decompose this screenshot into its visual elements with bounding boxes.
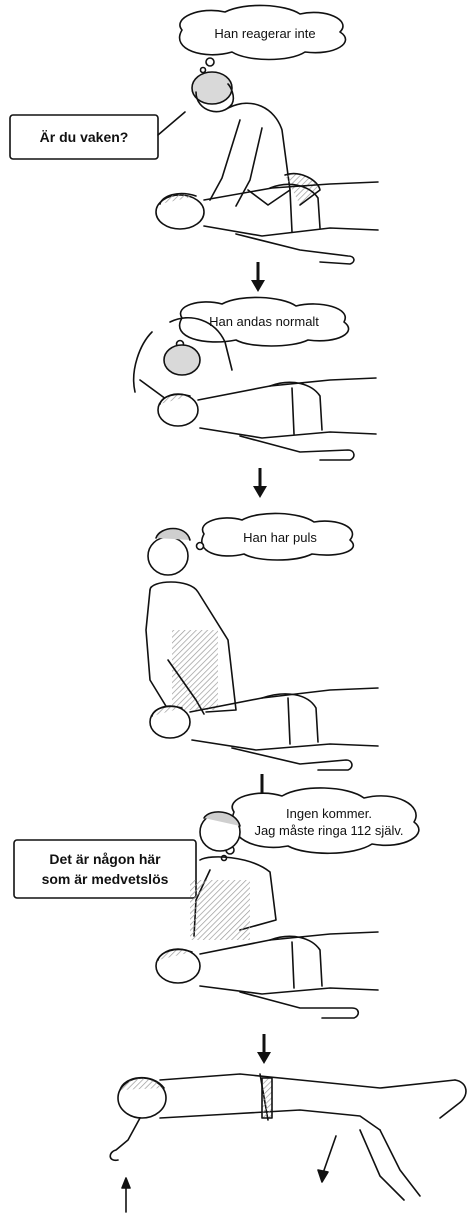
thought-text-4b: Jag måste ringa 112 själv. — [240, 823, 418, 839]
speech-box-4 — [14, 840, 196, 898]
thought-text-2: Han andas normalt — [186, 314, 342, 330]
arrow-down-icon — [257, 1034, 271, 1064]
thought-text-3: Han har puls — [210, 530, 350, 546]
thought-text-1: Han reagerar inte — [190, 26, 340, 42]
arrow-down-icon — [251, 262, 265, 292]
thought-text-4a: Ingen kommer. — [240, 806, 418, 822]
speech-text-4b: som är medvetslös — [16, 870, 194, 888]
step-3-illustration — [146, 513, 378, 770]
step-5-illustration — [110, 1074, 466, 1212]
arrow-down-icon — [253, 468, 267, 498]
speech-text-1: Är du vaken? — [12, 128, 156, 146]
speech-text-4a: Det är någon här — [16, 850, 194, 868]
